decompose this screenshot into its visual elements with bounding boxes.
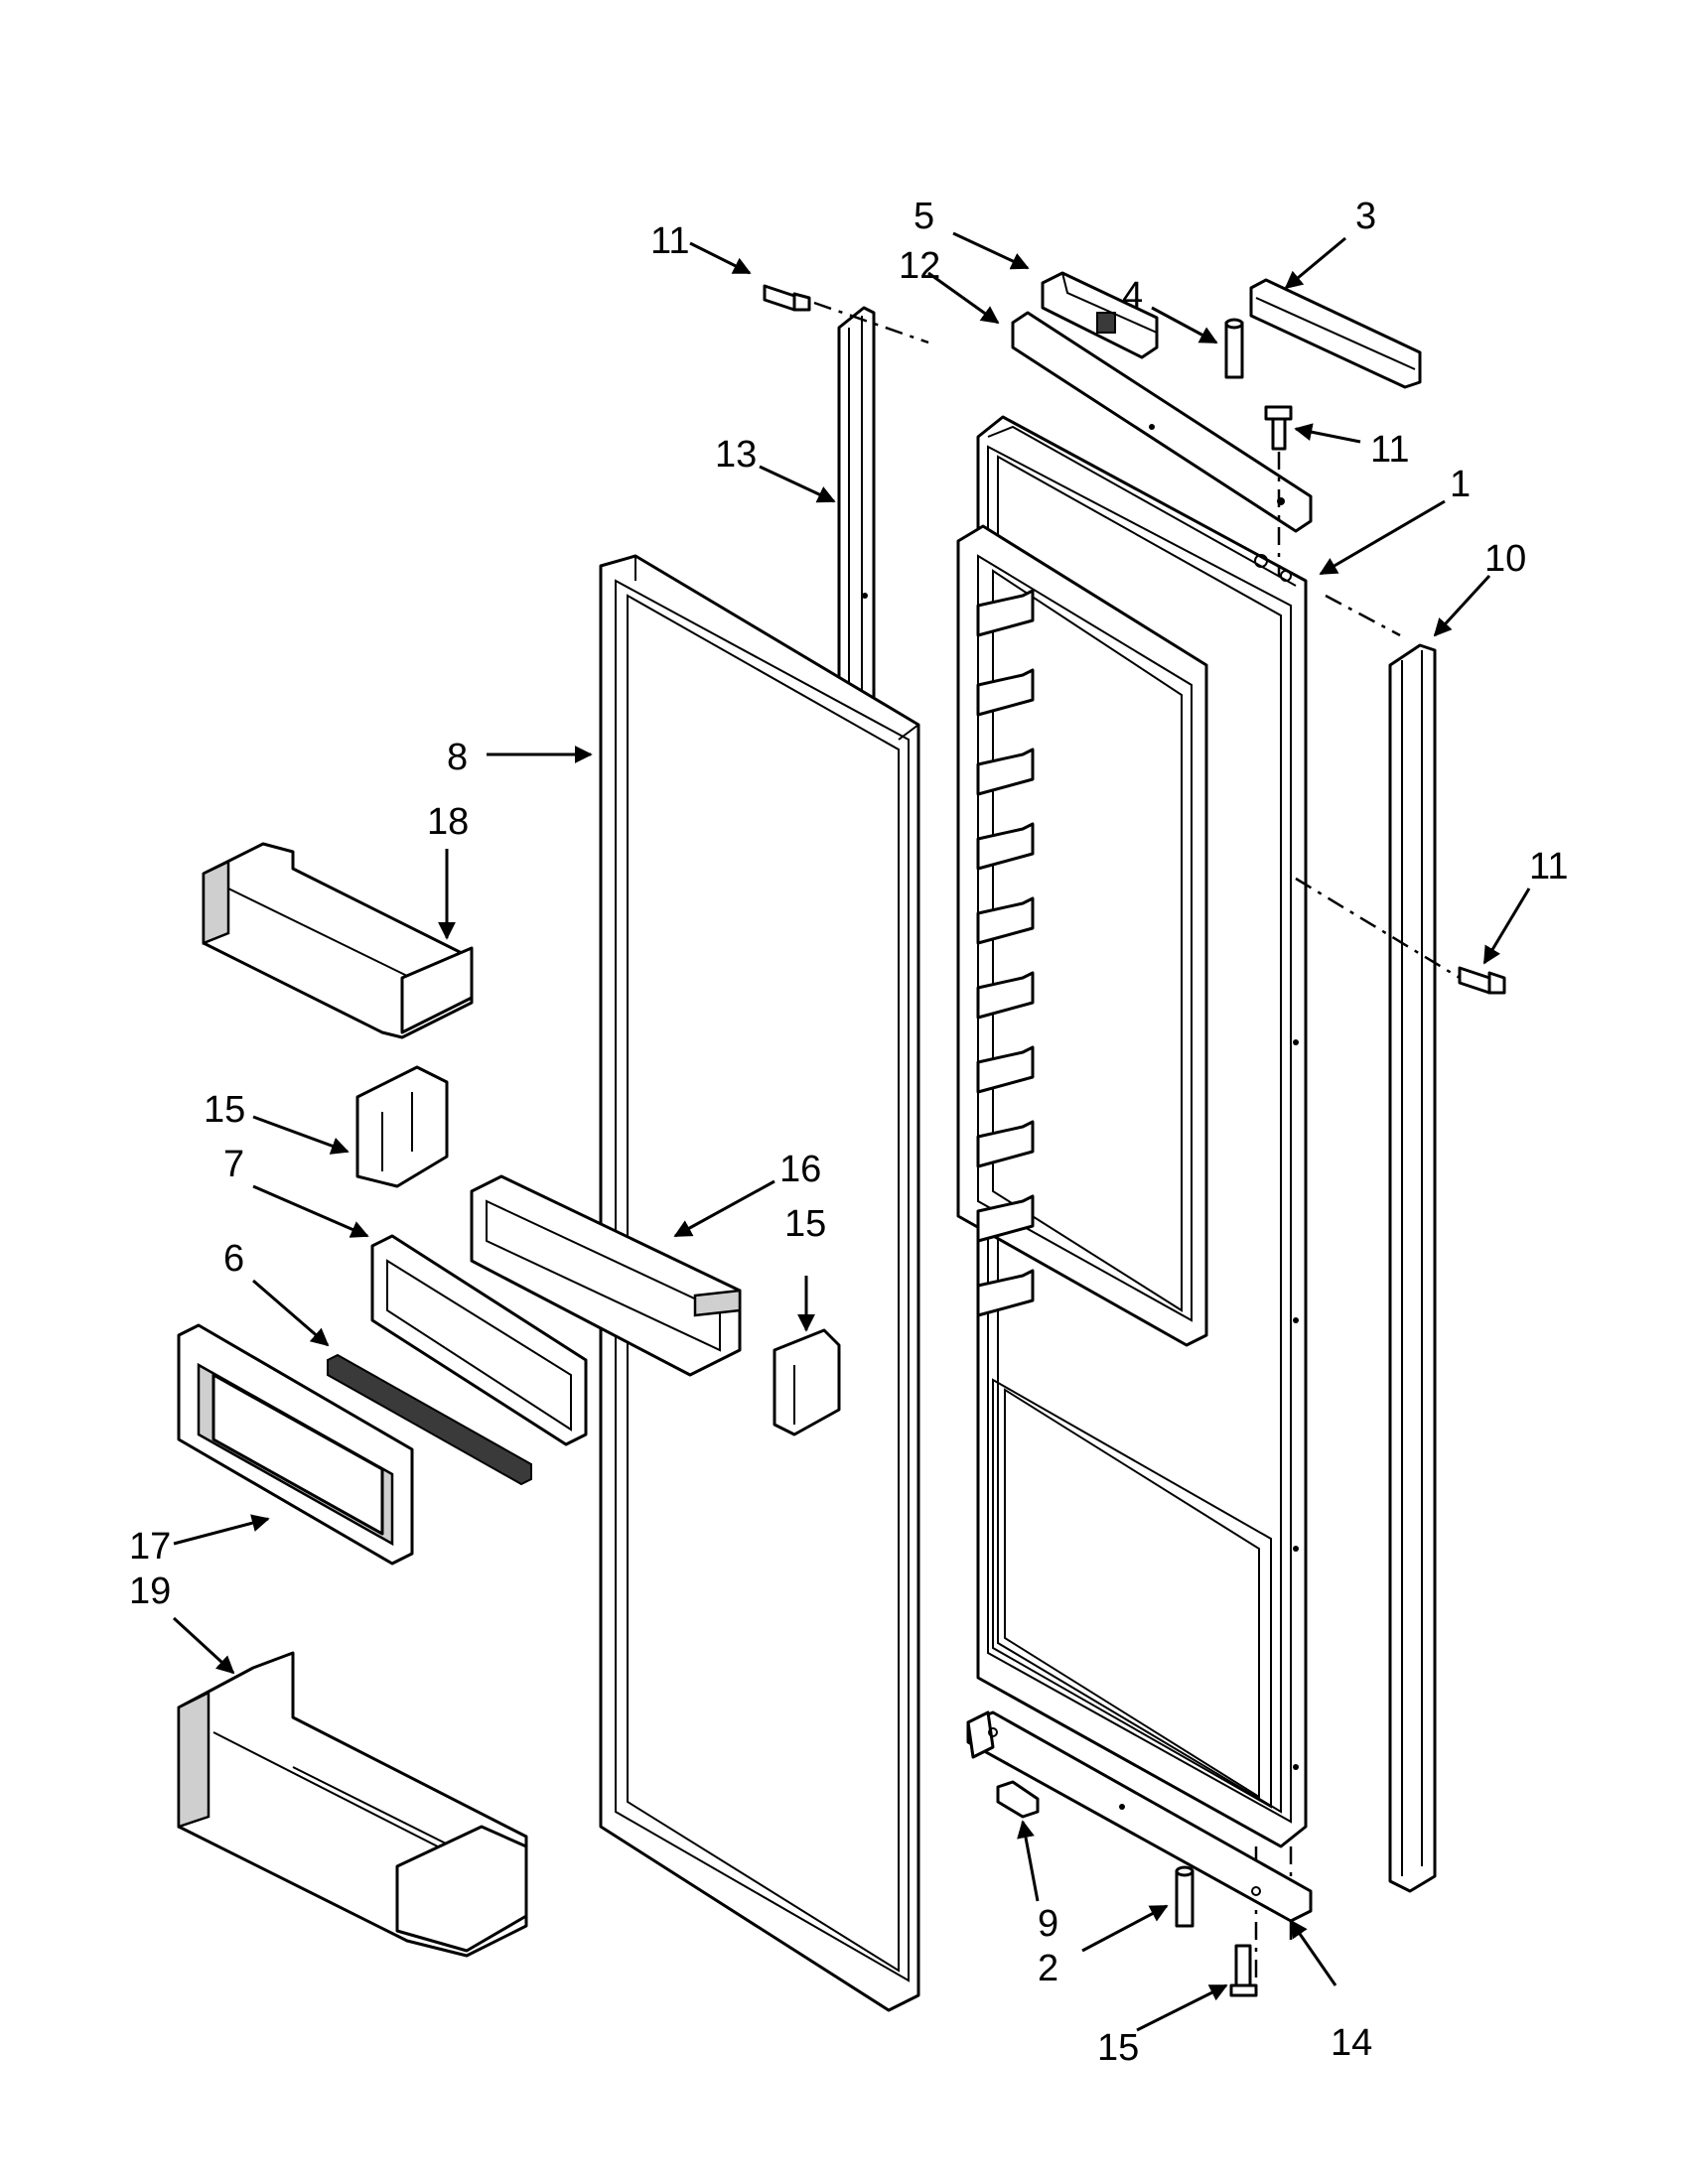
callout-11-right: 11 xyxy=(1529,846,1568,887)
leader-lines xyxy=(172,231,1531,2032)
callout-15-left: 15 xyxy=(204,1089,245,1131)
dispenser-frame xyxy=(370,1234,588,1446)
callout-19: 19 xyxy=(129,1570,171,1612)
dispenser-cover xyxy=(177,1323,414,1566)
callout-6: 6 xyxy=(223,1238,244,1280)
bin-bracket-left xyxy=(355,1065,449,1188)
top-trim xyxy=(1249,278,1422,389)
screw-top-left xyxy=(763,284,811,312)
switch-housing xyxy=(1041,271,1159,359)
callout-15-bottom: 15 xyxy=(1097,2027,1139,2069)
seal-strip xyxy=(327,1353,532,1486)
callout-17: 17 xyxy=(129,1526,171,1568)
hinge-pin-top xyxy=(1224,318,1244,379)
callout-8: 8 xyxy=(447,737,468,778)
door-gasket xyxy=(599,554,920,2012)
callout-14: 14 xyxy=(1331,2022,1372,2064)
door-bin-lower xyxy=(177,1651,528,1958)
callout-3: 3 xyxy=(1355,196,1376,237)
shelf-rail-clips xyxy=(976,589,1035,1317)
callout-4: 4 xyxy=(1122,275,1143,317)
callout-2: 2 xyxy=(1038,1948,1058,1989)
door-bin-upper xyxy=(202,842,474,1039)
mount-line-right xyxy=(1295,877,1461,980)
screw-bottom xyxy=(1229,1944,1258,1997)
door-stop xyxy=(996,1780,1040,1819)
callout-13: 13 xyxy=(715,434,757,476)
trim-strip-handle-side xyxy=(1388,643,1437,1893)
callout-18: 18 xyxy=(427,801,469,843)
bottom-hinge-bracket xyxy=(966,1710,1313,1923)
callout-15-mid: 15 xyxy=(784,1203,826,1245)
callout-labels: 11 5 12 3 4 11 13 1 10 8 18 11 15 7 16 1… xyxy=(129,196,1568,2069)
callout-1: 1 xyxy=(1450,464,1471,505)
callout-10: 10 xyxy=(1484,538,1526,580)
mount-line-hinge-strip xyxy=(1325,594,1401,637)
callout-11-top-right: 11 xyxy=(1370,429,1409,471)
callout-7: 7 xyxy=(223,1144,244,1185)
screw-top-right xyxy=(1264,405,1293,451)
bin-bracket-mid xyxy=(773,1328,841,1436)
screw-right xyxy=(1458,966,1506,995)
callout-11-top-left: 11 xyxy=(650,220,689,262)
callout-12: 12 xyxy=(899,245,940,287)
hinge-pin-bottom xyxy=(1175,1865,1195,1928)
callout-16: 16 xyxy=(779,1149,821,1190)
dispenser-housing xyxy=(470,1174,742,1377)
callout-5: 5 xyxy=(914,196,934,237)
callout-9: 9 xyxy=(1038,1903,1058,1945)
